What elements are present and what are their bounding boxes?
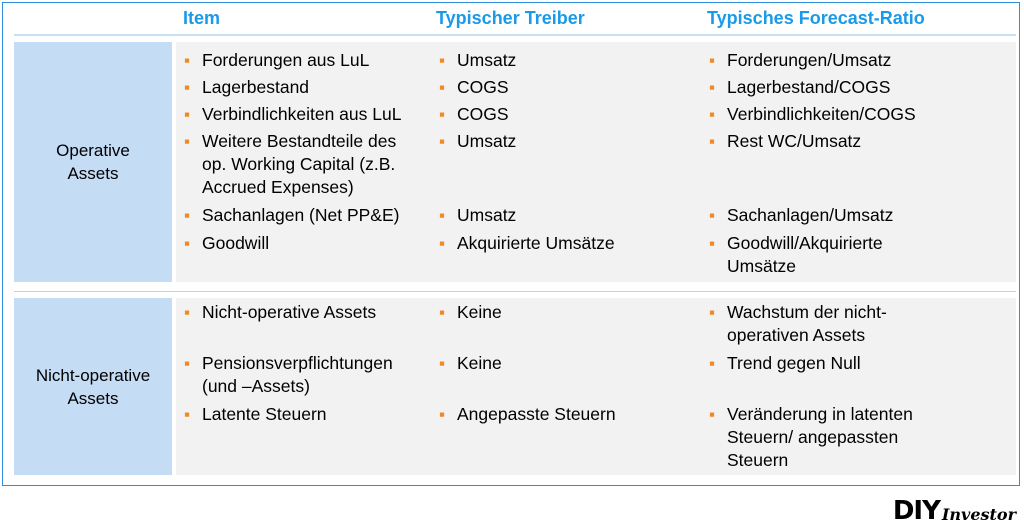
bullet-icon: ▪: [184, 405, 191, 424]
bullet-icon: ▪: [709, 354, 716, 373]
list-item: ▪COGS: [439, 104, 509, 124]
list-item: ▪Lagerbestand/COGS: [709, 77, 891, 97]
bullet-icon: ▪: [439, 234, 446, 253]
logo-main: DIY: [892, 496, 941, 526]
list-item: ▪Sachanlagen (Net PP&E): [184, 205, 400, 225]
list-item: ▪COGS: [439, 77, 509, 97]
bullet-icon: ▪: [439, 51, 446, 70]
bullet-icon: ▪: [439, 206, 446, 225]
header-ratio: Typisches Forecast-Ratio: [707, 8, 925, 28]
operative-section-bg: [176, 42, 1016, 282]
bullet-icon: ▪: [184, 303, 191, 322]
bullet-icon: ▪: [184, 206, 191, 225]
list-item: ▪Angepasste Steuern: [439, 404, 616, 424]
list-item: ▪Forderungen aus LuL: [184, 50, 370, 70]
list-item: ▪Keine: [439, 302, 502, 322]
list-item: ▪Umsatz: [439, 131, 517, 151]
list-item: ▪Umsatz: [439, 50, 517, 70]
nonoperative-section-bg: [176, 298, 1016, 475]
bullet-icon: ▪: [439, 405, 446, 424]
section-label-nonoperative: Nicht-operative Assets: [14, 298, 172, 475]
list-item: ▪Pensionsverpflichtungen (und –Assets): [184, 353, 393, 396]
bullet-icon: ▪: [184, 105, 191, 124]
bullet-icon: ▪: [439, 303, 446, 322]
bullet-icon: ▪: [709, 206, 716, 225]
list-item: ▪Veränderung in latenten Steuern/ angepa…: [709, 404, 913, 470]
list-item: ▪Goodwill: [184, 233, 270, 253]
bullet-icon: ▪: [709, 51, 716, 70]
bullet-icon: ▪: [184, 51, 191, 70]
list-item: ▪Verbindlichkeiten/COGS: [709, 104, 916, 124]
bullet-icon: ▪: [184, 354, 191, 373]
bullet-icon: ▪: [709, 405, 716, 424]
bullet-icon: ▪: [709, 303, 716, 322]
section-label-operative: Operative Assets: [14, 42, 172, 282]
list-item: ▪Wachstum der nicht- operativen Assets: [709, 302, 887, 345]
header-item: Item: [183, 8, 221, 28]
section-divider: [14, 291, 1016, 292]
list-item: ▪Umsatz: [439, 205, 517, 225]
logo-sub: Investor: [941, 505, 1016, 524]
list-item: ▪Nicht-operative Assets: [184, 302, 377, 322]
list-item: ▪Akquirierte Umsätze: [439, 233, 615, 253]
list-item: ▪Lagerbestand: [184, 77, 310, 97]
diy-investor-logo: DIY Investor: [893, 498, 1016, 524]
list-item: ▪Forderungen/Umsatz: [709, 50, 892, 70]
list-item: ▪Trend gegen Null: [709, 353, 861, 373]
list-item: ▪Sachanlagen/Umsatz: [709, 205, 894, 225]
list-item: ▪Keine: [439, 353, 502, 373]
bullet-icon: ▪: [439, 78, 446, 97]
bullet-icon: ▪: [709, 234, 716, 253]
table-frame: [2, 2, 1020, 486]
list-item: ▪Goodwill/Akquirierte Umsätze: [709, 233, 883, 276]
bullet-icon: ▪: [184, 132, 191, 151]
bullet-icon: ▪: [709, 132, 716, 151]
header-driver: Typischer Treiber: [436, 8, 585, 28]
bullet-icon: ▪: [439, 105, 446, 124]
bullet-icon: ▪: [184, 78, 191, 97]
header-divider: [14, 34, 1016, 36]
bullet-icon: ▪: [709, 105, 716, 124]
list-item: ▪Verbindlichkeiten aus LuL: [184, 104, 402, 124]
list-item: ▪Weitere Bestandteile des op. Working Ca…: [184, 131, 397, 197]
list-item: ▪Latente Steuern: [184, 404, 327, 424]
bullet-icon: ▪: [439, 354, 446, 373]
list-item: ▪Rest WC/Umsatz: [709, 131, 862, 151]
bullet-icon: ▪: [184, 234, 191, 253]
bullet-icon: ▪: [709, 78, 716, 97]
bullet-icon: ▪: [439, 132, 446, 151]
